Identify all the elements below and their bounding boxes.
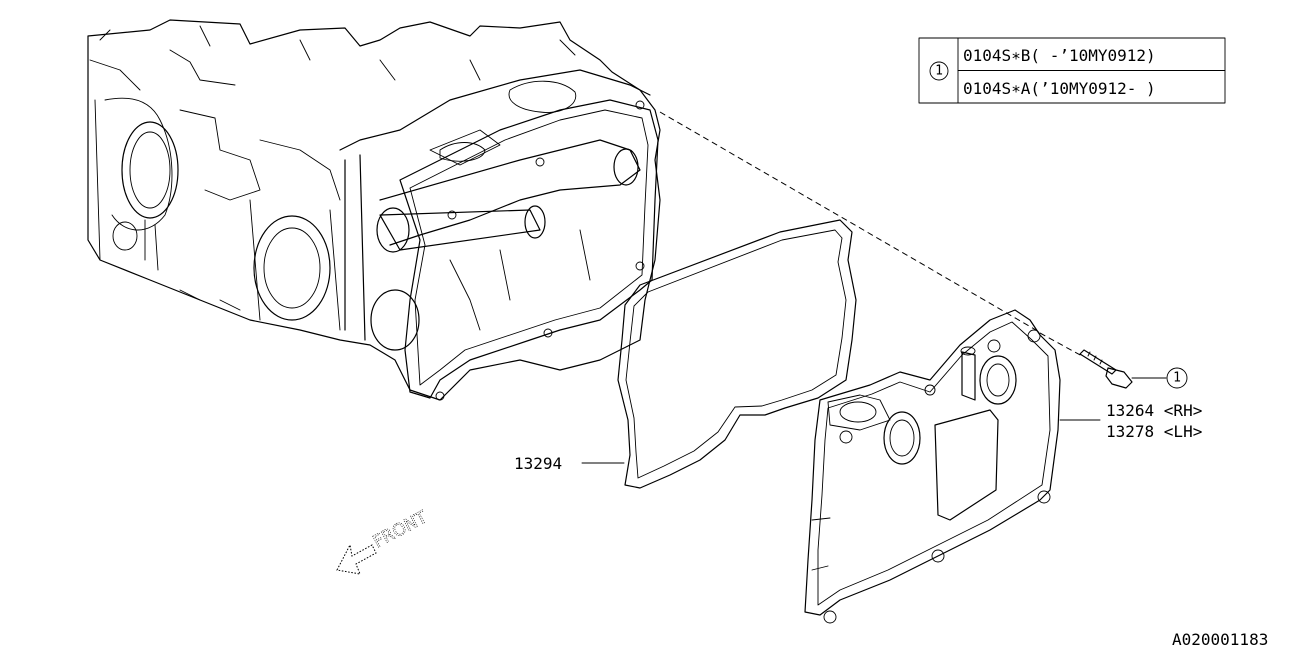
part-label-13264: 13264 <RH> (1106, 401, 1202, 420)
table-row-1: 0104S∗B( -’10MY0912) (963, 46, 1156, 65)
rocker-cover (804, 309, 1061, 624)
bolt-callout-number: 1 (1173, 371, 1181, 386)
front-direction-indicator: FRONT (336, 507, 431, 575)
table-callout-number: 1 (935, 64, 943, 79)
part-label-13294: 13294 (514, 454, 562, 473)
alignment-dashed-line (659, 111, 1037, 331)
table-row-2: 0104S∗A(’10MY0912- ) (963, 79, 1156, 98)
bolt-callout-circle (1166, 367, 1188, 389)
front-label: FRONT (370, 507, 431, 552)
rocker-cover-gasket (617, 219, 857, 489)
bolt-application-table: 1 0104S∗B( -’10MY0912) 0104S∗A(’10MY0912… (918, 37, 1226, 104)
cover-bolt (1079, 349, 1133, 389)
part-label-13278: 13278 <LH> (1106, 422, 1202, 441)
bolt-dashed-line (1039, 332, 1083, 357)
engine-block-illustration (87, 19, 661, 401)
drawing-id: A020001183 (1172, 630, 1268, 649)
